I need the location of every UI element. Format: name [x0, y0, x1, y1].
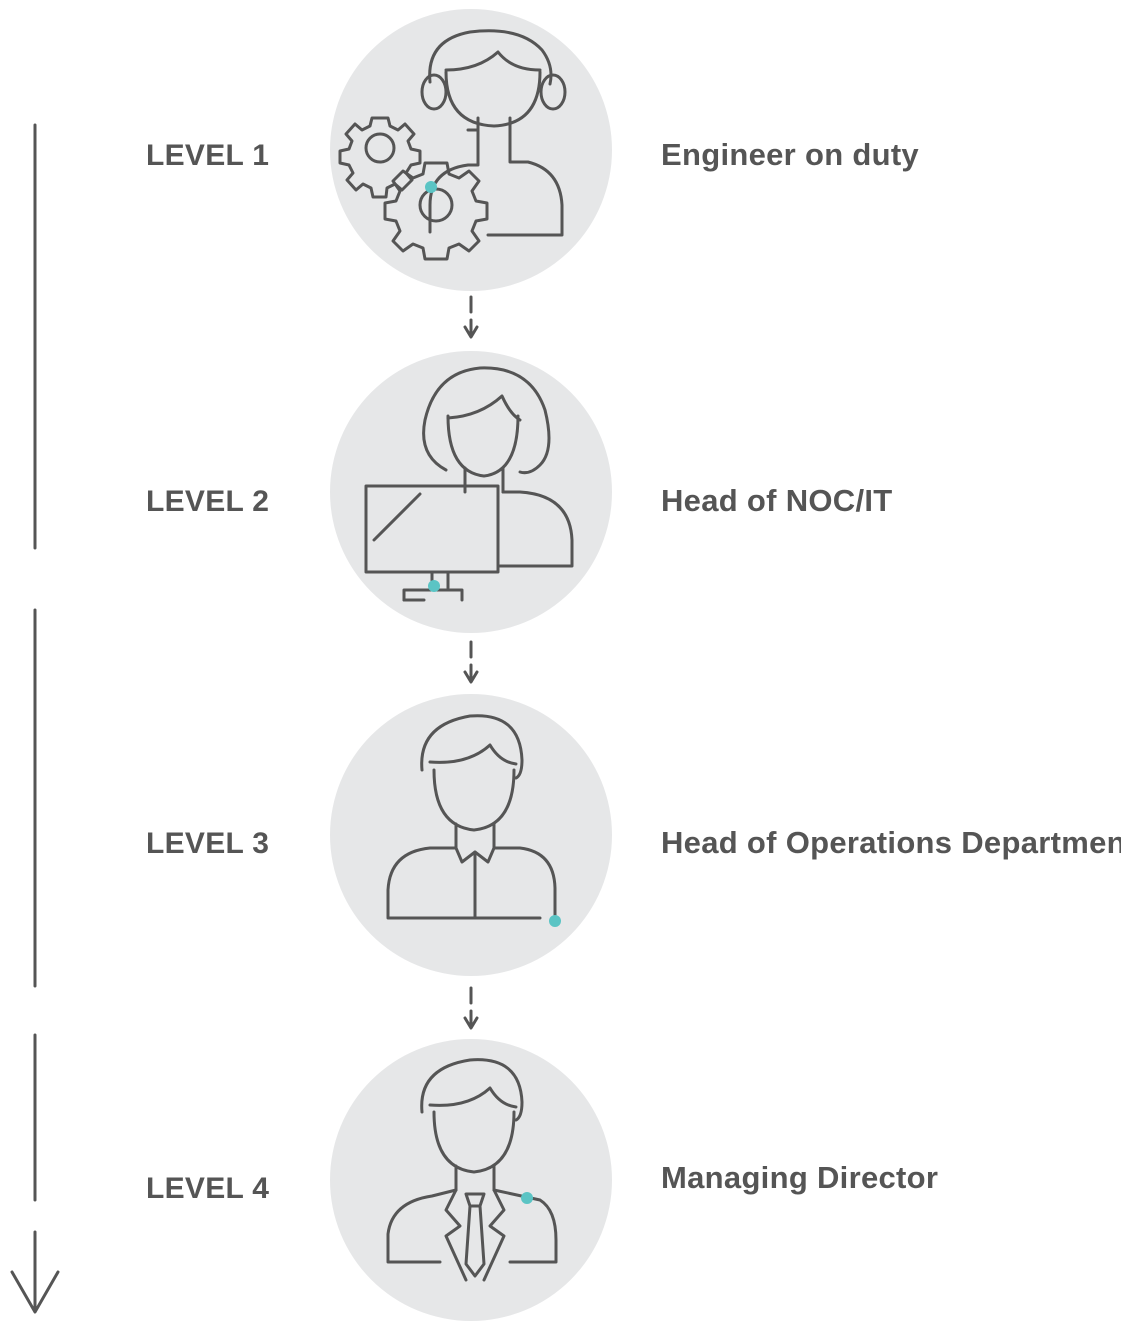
- dashed-down-arrow-icon: [463, 640, 479, 684]
- man-in-shirt-icon: [330, 694, 612, 976]
- down-arrow-icon: [10, 1230, 60, 1314]
- level-1-role: Engineer on duty: [661, 137, 919, 172]
- engineer-with-gears-icon: [330, 9, 612, 291]
- level-1-label: LEVEL 1: [146, 139, 269, 172]
- level-2-role: Head of NOC/IT: [661, 483, 893, 518]
- dashed-down-arrow-icon: [463, 295, 479, 339]
- escalation-axis: [10, 123, 60, 1314]
- level-3-role: Head of Operations Department: [661, 825, 1121, 860]
- level-4-role: Managing Director: [661, 1160, 938, 1195]
- level-2-label: LEVEL 2: [146, 485, 269, 518]
- man-in-suit-and-tie-icon: [330, 1039, 612, 1321]
- dashed-down-arrow-icon: [463, 986, 479, 1030]
- level-4-label: LEVEL 4: [146, 1172, 269, 1205]
- level-3-label: LEVEL 3: [146, 827, 269, 860]
- woman-at-monitor-icon: [330, 351, 612, 633]
